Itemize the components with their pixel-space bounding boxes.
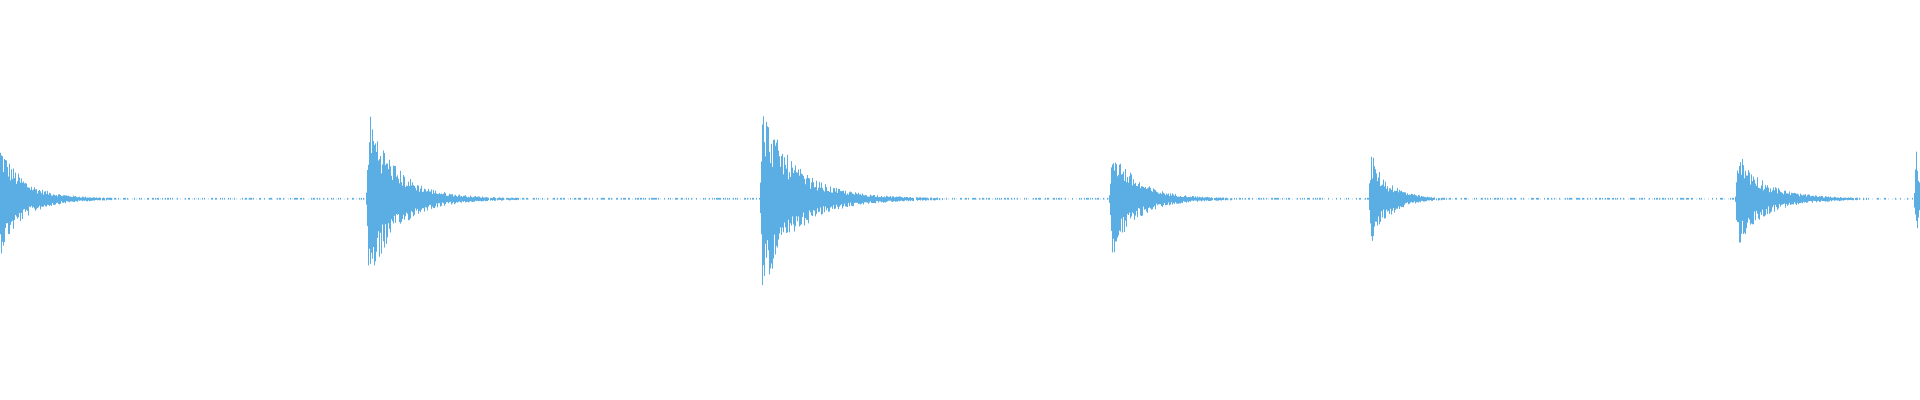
waveform-samples xyxy=(0,116,1920,286)
